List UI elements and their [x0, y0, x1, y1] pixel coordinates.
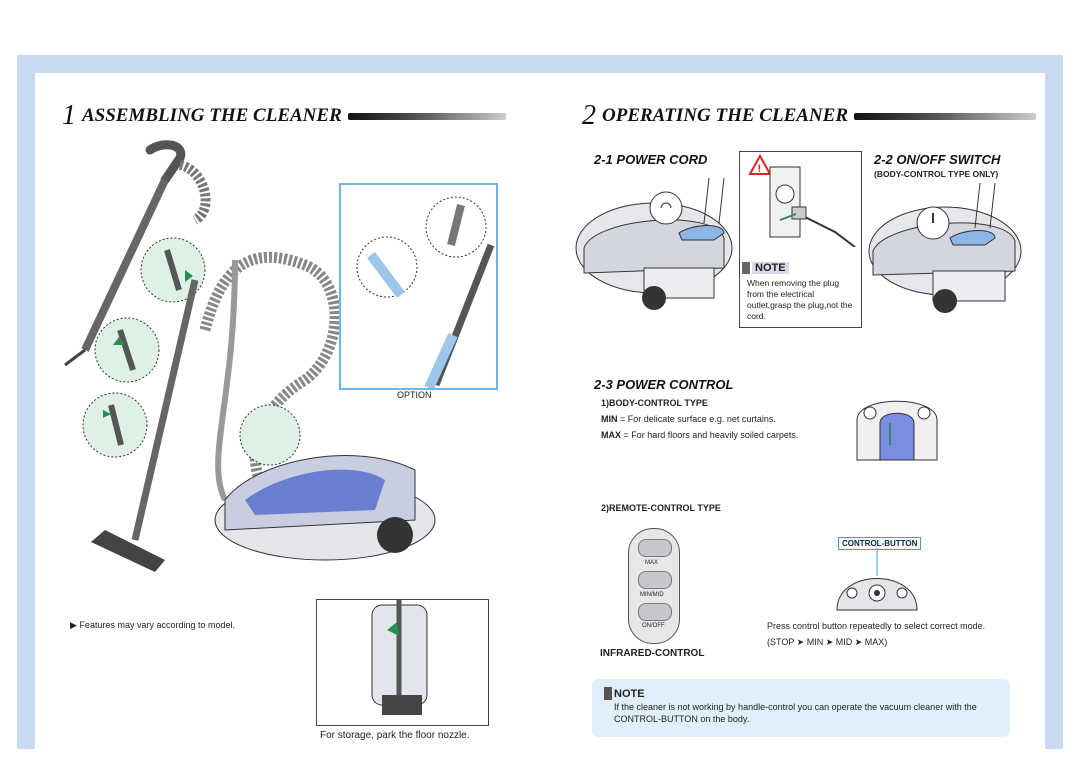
section-number: 1: [62, 100, 76, 131]
mode-sequence: (STOP ➤ MIN ➤ MID ➤ MAX): [767, 637, 888, 647]
power-cord-illustration: [575, 178, 733, 310]
assembling-title: 1 ASSEMBLING THE CLEANER: [62, 100, 506, 132]
max-line: MAX = For hard floors and heavily soiled…: [601, 430, 798, 440]
min-line: MIN = For delicate surface e.g. net curt…: [601, 414, 776, 424]
onoff-subtitle: (BODY-CONTROL TYPE ONLY): [874, 169, 999, 179]
remote-onoff-label: ON/OFF: [642, 623, 665, 629]
option-label: OPTION: [397, 390, 432, 400]
remote-minmid-button[interactable]: [638, 571, 672, 589]
power-control-heading: 2-3 POWER CONTROL: [594, 377, 734, 392]
power-cord-heading: 2-1 POWER CORD: [594, 152, 708, 167]
body-control-illustration: [856, 400, 938, 461]
onoff-heading: 2-2 ON/OFF SWITCH: [874, 152, 1001, 167]
option-box: [339, 183, 498, 391]
onoff-illustration: [868, 183, 1022, 313]
min-text: = For delicate surface e.g. net curtains…: [620, 414, 776, 424]
min-label: MIN: [601, 414, 618, 424]
bottom-note-box: NOTE If the cleaner is not working by ha…: [592, 679, 1010, 737]
note-title: NOTE: [752, 262, 789, 274]
title-bar: [347, 112, 506, 120]
press-instruction: Press control button repeatedly to selec…: [767, 621, 986, 631]
remote-max-button[interactable]: [638, 539, 672, 557]
plug-box: !: [739, 151, 862, 328]
max-label: MAX: [601, 430, 621, 440]
operating-title: 2 OPERATING THE CLEANER: [582, 100, 1036, 132]
svg-text:!: !: [758, 163, 762, 175]
title-bar: [854, 112, 1036, 120]
remote-minmid-label: MIN/MID: [640, 592, 664, 598]
section-number: 2: [582, 100, 596, 131]
bottom-note-text: If the cleaner is not working by handle-…: [614, 702, 977, 724]
note-flag-icon: [742, 262, 750, 274]
section-title-text: ASSEMBLING THE CLEANER: [82, 105, 342, 126]
note-text: When removing the plug from the electric…: [747, 278, 853, 321]
assembly-illustration: [64, 140, 436, 572]
storage-caption: For storage, park the floor nozzle.: [320, 730, 470, 741]
infrared-label: INFRARED-CONTROL: [600, 648, 705, 659]
remote-onoff-button[interactable]: [638, 603, 672, 621]
max-text: = For hard floors and heavily soiled car…: [623, 430, 799, 440]
features-note: ▶ Features may vary according to model.: [70, 620, 235, 631]
body-control-type: 1)BODY-CONTROL TYPE: [601, 398, 708, 408]
remote-control-type: 2)REMOTE-CONTROL TYPE: [601, 503, 721, 513]
note-flag-icon: [604, 687, 612, 700]
bullet-arrow-icon: ▶: [70, 620, 77, 630]
section-title-text: OPERATING THE CLEANER: [602, 105, 848, 126]
storage-box: [316, 599, 489, 726]
control-button-illustration: [836, 548, 918, 611]
power-cord-note: NOTE When removing the plug from the ele…: [742, 262, 858, 322]
control-button-label: CONTROL-BUTTON: [838, 537, 922, 550]
remote-control: MAX MIN/MID ON/OFF: [628, 528, 680, 644]
bottom-note-title: NOTE: [614, 687, 645, 700]
remote-max-label: MAX: [645, 560, 659, 566]
features-note-text: Features may vary according to model.: [79, 620, 236, 630]
